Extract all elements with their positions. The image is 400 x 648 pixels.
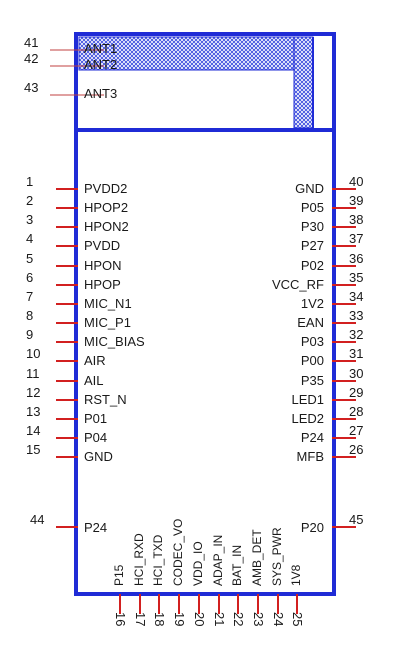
left-pin-label: HPOP2 <box>84 200 129 215</box>
right-pin-label: LED2 <box>291 411 324 426</box>
right-pin-label: P05 <box>300 200 324 215</box>
right-pin-number: 27 <box>349 423 364 438</box>
bottom-pin-number: 19 <box>172 612 187 627</box>
right-pin-number: 26 <box>349 442 364 457</box>
left-pin-number: 4 <box>26 231 34 246</box>
antenna-pin-label: ANT2 <box>84 57 118 72</box>
antenna-pin-label: ANT3 <box>84 86 118 101</box>
right-pin-label: MFB <box>296 449 324 464</box>
left-extra-pin-label: P24 <box>84 520 108 535</box>
right-pin-number: 31 <box>349 346 364 361</box>
left-extra-pin-number: 44 <box>30 512 45 527</box>
left-pin-label: PVDD2 <box>84 181 128 196</box>
left-pin-number: 15 <box>26 442 41 457</box>
right-pin-number: 38 <box>349 212 364 227</box>
right-pin-number: 33 <box>349 308 364 323</box>
right-pin-number: 37 <box>349 231 364 246</box>
antenna-pin-number: 43 <box>24 80 39 95</box>
bottom-pin-label: HCI_RXD <box>132 533 146 586</box>
left-pin-number: 5 <box>26 251 34 266</box>
right-pin-label: VCC_RF <box>271 277 324 292</box>
bottom-pin-number: 23 <box>251 612 266 627</box>
right-extra-pin-number: 45 <box>349 512 364 527</box>
right-pin-label: LED1 <box>291 392 324 407</box>
bottom-pin-number: 22 <box>231 612 246 627</box>
right-pin-label: 1V2 <box>300 296 324 311</box>
left-pin-number: 14 <box>26 423 41 438</box>
right-pin-label: P30 <box>300 219 324 234</box>
right-extra-pin-label: P20 <box>300 520 324 535</box>
left-pin-label: GND <box>84 449 113 464</box>
bottom-pin-label: AMB_DET <box>250 529 264 586</box>
left-pin-number: 11 <box>26 366 40 381</box>
right-pin-number: 29 <box>349 385 364 400</box>
bottom-pin-number: 16 <box>113 612 128 627</box>
antenna-pin-number: 41 <box>24 35 39 50</box>
left-pin-label: HPON <box>84 258 122 273</box>
right-pin-number: 30 <box>349 366 364 381</box>
left-pin-label: MIC_P1 <box>84 315 131 330</box>
bottom-pin-number: 20 <box>192 612 207 627</box>
left-pin-number: 12 <box>26 385 41 400</box>
bottom-pin-label: HCI_TXD <box>151 534 165 586</box>
right-pin-number: 39 <box>349 193 364 208</box>
right-pin-label: P24 <box>300 430 324 445</box>
left-pin-number: 7 <box>26 289 34 304</box>
right-pin-number: 32 <box>349 327 364 342</box>
right-pin-number: 36 <box>349 251 364 266</box>
bottom-pin-number: 24 <box>271 612 286 627</box>
antenna-hatch-side <box>293 36 314 129</box>
left-pin-label: MIC_BIAS <box>84 334 145 349</box>
left-pin-number: 3 <box>26 212 34 227</box>
left-pin-label: P04 <box>84 430 108 445</box>
right-pin-number: 35 <box>349 270 364 285</box>
bottom-pin-number: 18 <box>152 612 167 627</box>
bottom-pin-label: ADAP_IN <box>211 534 225 586</box>
right-pin-label: P00 <box>300 353 324 368</box>
bottom-pin-label: SYS_PWR <box>270 527 284 586</box>
bottom-pin-label: CODEC_VO <box>171 518 185 586</box>
left-pin-label: P01 <box>84 411 108 426</box>
left-pin-label: AIR <box>84 353 106 368</box>
right-pin-label: P35 <box>300 373 324 388</box>
right-pin-label: EAN <box>297 315 324 330</box>
chip-body <box>74 32 336 596</box>
left-pin-number: 8 <box>26 308 34 323</box>
right-pin-label: P02 <box>300 258 324 273</box>
left-pin-label: HPON2 <box>84 219 129 234</box>
right-pin-number: 28 <box>349 404 364 419</box>
left-pin-label: HPOP <box>84 277 121 292</box>
bottom-pin-label: 1V8 <box>289 564 303 586</box>
left-pin-label: AIL <box>84 373 104 388</box>
bottom-pin-label: P15 <box>112 564 126 586</box>
left-pin-label: RST_N <box>84 392 127 407</box>
left-pin-number: 9 <box>26 327 34 342</box>
right-pin-number: 34 <box>349 289 364 304</box>
bottom-pin-number: 17 <box>133 612 148 627</box>
right-pin-number: 40 <box>349 174 364 189</box>
bottom-pin-number: 25 <box>290 612 305 627</box>
left-pin-number: 2 <box>26 193 34 208</box>
left-pin-label: PVDD <box>84 238 121 253</box>
left-pin-number: 13 <box>26 404 41 419</box>
right-pin-label: P27 <box>300 238 324 253</box>
bottom-pin-label: VDD_IO <box>191 541 205 586</box>
left-pin-number: 6 <box>26 270 34 285</box>
left-pin-label: MIC_N1 <box>84 296 132 311</box>
bottom-pin-label: BAT_IN <box>230 544 244 586</box>
right-pin-label: P03 <box>300 334 324 349</box>
left-pin-number: 1 <box>26 174 34 189</box>
right-pin-label: GND <box>295 181 324 196</box>
bottom-pin-number: 21 <box>212 612 227 627</box>
antenna-pin-label: ANT1 <box>84 41 118 56</box>
antenna-hatch-top <box>78 36 314 71</box>
left-pin-number: 10 <box>26 346 41 361</box>
antenna-pin-number: 42 <box>24 51 39 66</box>
